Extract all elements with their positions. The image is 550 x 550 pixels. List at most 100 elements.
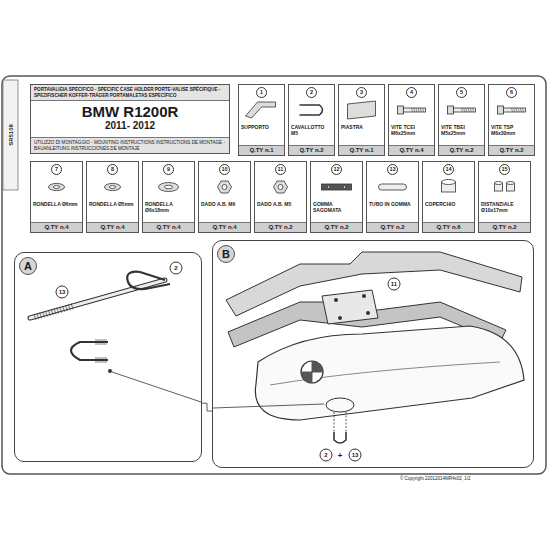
part-icon (404, 108, 426, 112)
part-icon (507, 182, 515, 185)
quantity: Q.TY n.4 (31, 222, 82, 232)
part-icon (159, 183, 179, 192)
part-cell: 7RONDELLA Ø6mmQ.TY n.4 (30, 161, 83, 233)
rod-drawing (127, 272, 170, 289)
rod-drawing (30, 272, 170, 320)
part-icon (442, 180, 456, 193)
callout-number: 10 (219, 164, 230, 175)
plus-sign: + (337, 451, 344, 460)
title-block: PORTAVALIGIA SPECIFICO - SPECIFIC CASE H… (30, 84, 230, 154)
leader-line (112, 372, 201, 402)
callout-number: 11 (388, 278, 401, 291)
u-bolt-thread (106, 339, 107, 363)
callout-number: 13 (349, 449, 362, 462)
part-name: DADO A.B. M6 (199, 202, 250, 208)
part-name: GOMMA SAGOMATA (311, 202, 362, 214)
part-icon (520, 108, 521, 112)
quantity: Q.TY n.1 (339, 145, 384, 155)
quantity: Q.TY n.6 (423, 222, 474, 232)
part-icon (159, 183, 179, 192)
motorcycle-tail (301, 361, 323, 383)
view-letter: A (19, 257, 37, 275)
rod-thread (65, 305, 67, 311)
rod-thread (71, 304, 73, 310)
rack-drawing (362, 294, 366, 298)
motorcycle-tail (213, 326, 524, 443)
part-icon (398, 106, 426, 114)
part-name: PIASTRA (339, 125, 384, 131)
motorcycle-tail (301, 361, 323, 383)
callout-number: 12 (331, 164, 342, 175)
rod-drawing (30, 280, 165, 318)
motorcycle-tail (270, 362, 500, 385)
rack-drawing (322, 290, 378, 324)
part-icon (418, 108, 419, 112)
rod-thread (60, 307, 62, 313)
part-cell: 11DADO A.B. M5Q.TY n.2 (254, 161, 307, 233)
quantity: Q.TY n.4 (389, 145, 434, 155)
part-icon (246, 102, 276, 118)
part-cell: 15DISTANZIALE Ø10x17mmQ.TY n.2 (478, 161, 531, 233)
motorcycle-tail (334, 432, 346, 443)
callout-number: 15 (499, 164, 510, 175)
part-icon (278, 185, 283, 190)
part-icon (322, 184, 352, 190)
part-icon (512, 108, 513, 112)
motorcycle-tail (255, 326, 524, 420)
part-icon (498, 106, 504, 114)
callout-number: 7 (51, 164, 62, 175)
part-icon (53, 186, 59, 189)
part-name: DADO A.B. M5 (255, 202, 306, 208)
part-cell: 5VITE TBEI M5x25mmQ.TY n.2 (438, 84, 485, 156)
part-icon (379, 184, 407, 190)
part-icon (379, 184, 407, 190)
u-bolt-thread (96, 339, 106, 363)
rod-thread (48, 310, 50, 316)
model-years: 2011- 2012 (31, 120, 229, 132)
header-band: PORTAVALIGIA SPECIFICO - SPECIFIC CASE H… (31, 85, 229, 101)
part-icon (416, 108, 417, 112)
part-icon (442, 180, 456, 185)
part-cell: 13TUBO IN GOMMAQ.TY n.2 (366, 161, 419, 233)
quantity: Q.TY n.2 (255, 222, 306, 232)
callout-number: 14 (443, 164, 454, 175)
part-icon (516, 108, 517, 112)
callout-number: 13 (56, 286, 69, 299)
callout-number: 2 (320, 449, 333, 462)
callout-number: 3 (356, 87, 367, 98)
quantity: Q.TY n.2 (479, 222, 530, 232)
part-name: RONDELLA Ø5mm (87, 202, 138, 208)
instructions-band: UTILIZZO DI MONTAGGIO - MOUNTING INSTRUC… (31, 137, 229, 153)
callout-number: 13 (387, 164, 398, 175)
motorcycle-tail (326, 398, 354, 412)
part-name: VITE TCEI M6x25mm (389, 125, 434, 137)
part-icon (105, 183, 121, 190)
part-icon (514, 108, 515, 112)
quantity: Q.TY n.1 (239, 145, 284, 155)
callout-number: 4 (406, 87, 417, 98)
part-icon (105, 183, 121, 190)
part-icon (398, 106, 404, 114)
part-icon (504, 108, 526, 112)
part-icon (246, 102, 276, 118)
rod-thread (40, 312, 42, 318)
part-cell: 8RONDELLA Ø5mmQ.TY n.4 (86, 161, 139, 233)
view-letter: B (217, 245, 235, 263)
rod-thread (51, 309, 53, 315)
part-icon (498, 106, 526, 114)
part-icon (414, 108, 415, 112)
part-icon (222, 185, 227, 190)
part-icon (470, 108, 471, 112)
part-icon (473, 108, 474, 112)
part-name: SUPPORTO (239, 125, 284, 131)
part-icon (274, 181, 288, 193)
part-cell: 10DADO A.B. M6Q.TY n.4 (198, 161, 251, 233)
part-icon (466, 108, 467, 112)
quantity: Q.TY n.2 (489, 145, 534, 155)
part-name: TUBO IN GOMMA (367, 202, 418, 208)
part-name: RONDELLA Ø6x18mm (143, 202, 194, 214)
drawing-code: SR5108 (8, 124, 14, 146)
rod-drawing (30, 280, 165, 318)
part-icon (464, 108, 465, 112)
